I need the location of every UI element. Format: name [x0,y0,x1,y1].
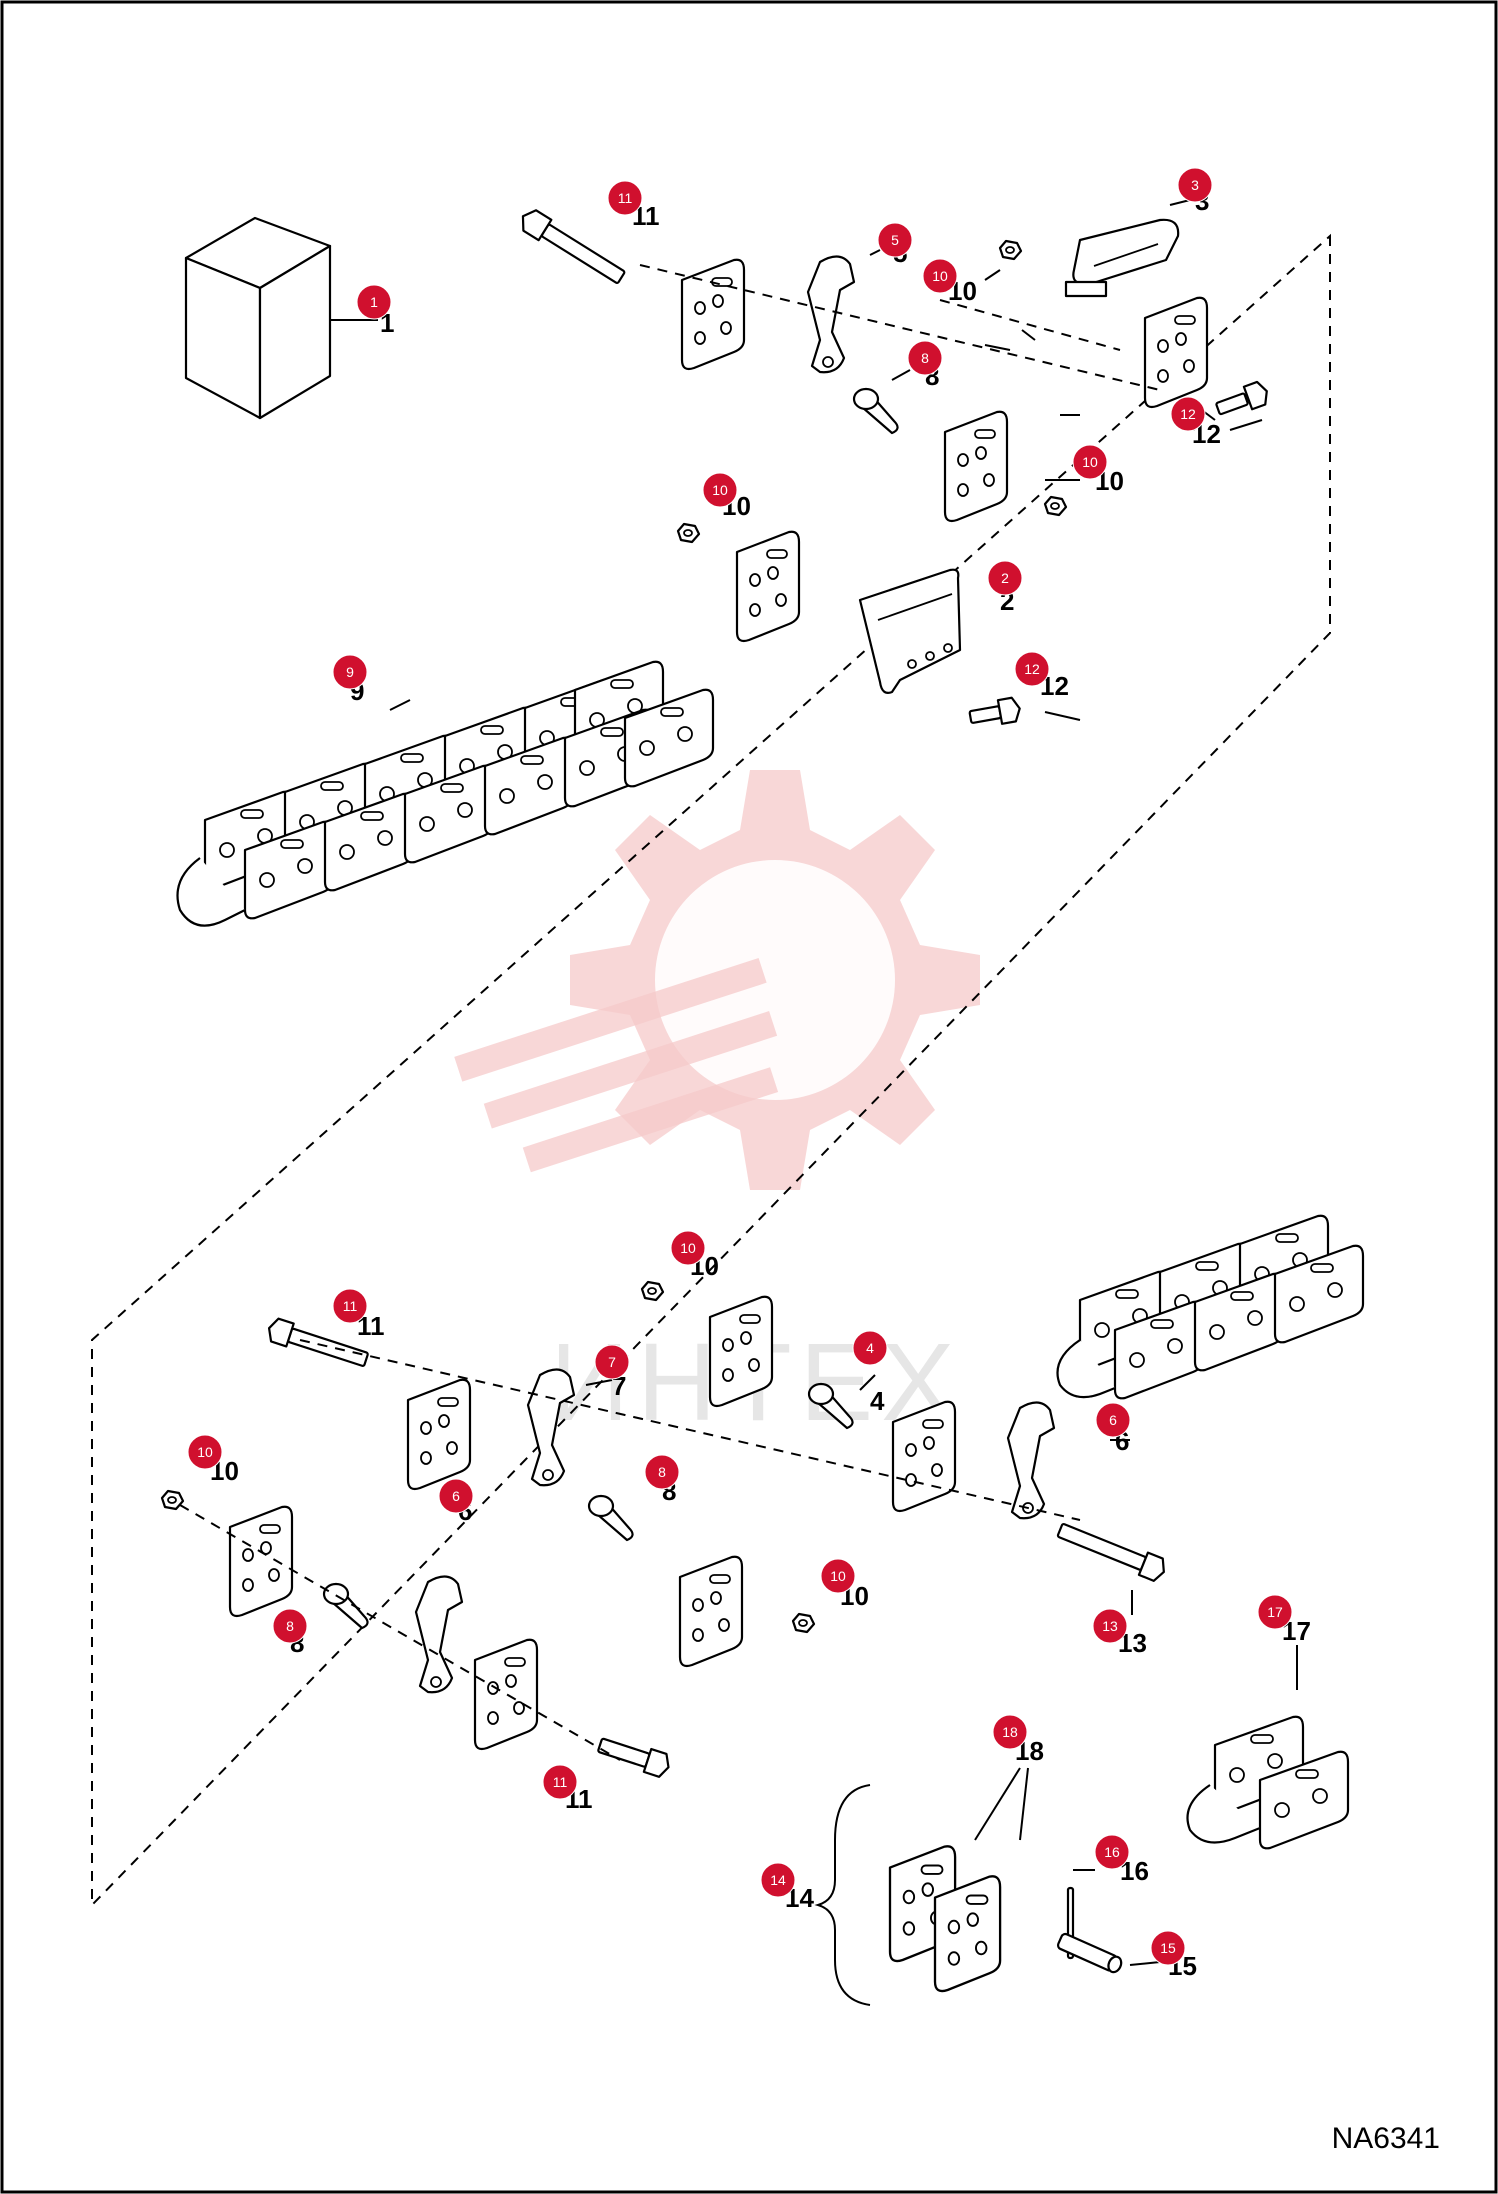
svg-text:6: 6 [1109,1412,1117,1428]
callout-badge-10a[interactable]: 10 [922,258,958,294]
leader-lines [389,199,1263,1966]
svg-text:17: 17 [1267,1604,1283,1620]
roller-chain-lower [1056,1214,1365,1400]
callout-badge-10b[interactable]: 10 [1072,444,1108,480]
callout-badge-18[interactable]: 18 [992,1714,1028,1750]
svg-text:2: 2 [1001,570,1009,586]
callout-badge-12b[interactable]: 12 [1014,651,1050,687]
callout-badge-11b[interactable]: 11 [332,1288,368,1324]
callout-badge-10f[interactable]: 10 [820,1558,856,1594]
svg-text:10: 10 [197,1444,213,1460]
svg-text:12: 12 [1024,661,1040,677]
callout-badge-10e[interactable]: 10 [187,1434,223,1470]
drawing-reference-code: NA6341 [1332,2122,1440,2155]
svg-text:4: 4 [866,1340,874,1356]
callout-badge-2[interactable]: 2 [987,560,1023,596]
svg-text:11: 11 [618,190,633,206]
callout-badge-11a[interactable]: 11 [607,180,643,216]
callout-badge-4[interactable]: 4 [852,1330,888,1366]
callout-badge-8b[interactable]: 8 [644,1454,680,1490]
offset-link [1186,1645,1350,1850]
svg-text:15: 15 [1160,1940,1176,1956]
callout-badge-3[interactable]: 3 [1177,167,1213,203]
connecting-link-kit [814,1767,1123,2006]
callout-badge-14[interactable]: 14 [760,1862,796,1898]
svg-text:9: 9 [346,664,354,680]
kit-box [184,216,378,420]
roller-chain-upper [176,660,715,927]
svg-text:8: 8 [286,1618,294,1634]
svg-text:11: 11 [553,1774,568,1790]
svg-text:18: 18 [1002,1724,1018,1740]
upper-assembly [521,209,1268,725]
callout-badge-8a[interactable]: 8 [907,340,943,376]
callout-badges: 1 2 3 4 5 6 6 7 8 8 8 9 10 10 10 10 10 1… [187,167,1293,1966]
svg-text:8: 8 [658,1464,666,1480]
svg-text:10: 10 [712,482,728,498]
callout-badge-7[interactable]: 7 [594,1344,630,1380]
callout-badge-13[interactable]: 13 [1092,1608,1128,1644]
svg-text:7: 7 [608,1354,616,1370]
svg-text:1: 1 [370,294,378,310]
svg-text:16: 16 [1104,1844,1120,1860]
callout-badge-16[interactable]: 16 [1094,1834,1130,1870]
svg-text:10: 10 [932,268,948,284]
callout-badge-10c[interactable]: 10 [702,472,738,508]
svg-text:13: 13 [1102,1618,1118,1634]
svg-text:6: 6 [452,1488,460,1504]
part-number-4: 4 [870,1386,885,1416]
svg-text:8: 8 [921,350,929,366]
callout-badge-17[interactable]: 17 [1257,1594,1293,1630]
svg-text:11: 11 [343,1298,358,1314]
callout-badge-1[interactable]: 1 [356,284,392,320]
watermark-logo: ИНТЕХ [454,770,980,1444]
callout-badge-9[interactable]: 9 [332,654,368,690]
svg-text:5: 5 [891,232,899,248]
callout-badge-10d[interactable]: 10 [670,1230,706,1266]
svg-text:10: 10 [1082,454,1098,470]
callout-badge-11c[interactable]: 11 [542,1764,578,1800]
callout-badge-5[interactable]: 5 [877,222,913,258]
callout-badge-6b[interactable]: 6 [438,1478,474,1514]
svg-text:3: 3 [1191,177,1199,193]
svg-text:10: 10 [680,1240,696,1256]
callout-badge-8c[interactable]: 8 [272,1608,308,1644]
callout-badge-15[interactable]: 15 [1150,1930,1186,1966]
callout-badge-12a[interactable]: 12 [1170,396,1206,432]
lower-assembly [160,1280,1165,1778]
svg-text:14: 14 [770,1872,786,1888]
svg-text:12: 12 [1180,406,1196,422]
callout-badge-6a[interactable]: 6 [1095,1402,1131,1438]
svg-text:10: 10 [830,1568,846,1584]
